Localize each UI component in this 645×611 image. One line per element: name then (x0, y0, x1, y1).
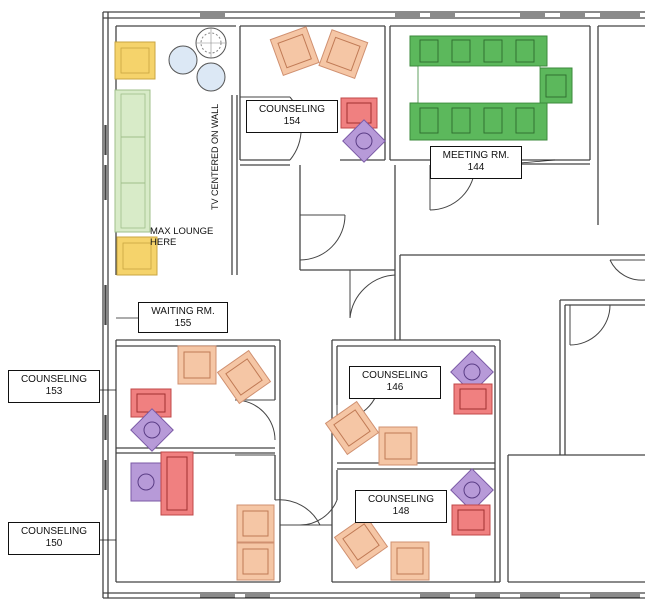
room-number: 155 (174, 318, 192, 329)
room-name: COUNSELING (258, 104, 326, 115)
label-leaders (100, 159, 556, 541)
room-name: WAITING RM. (151, 306, 215, 317)
counseling-148-furniture (333, 468, 494, 581)
room-label-counseling-153: COUNSELING 153 (8, 370, 100, 403)
room-label-counseling-154: COUNSELING 154 (246, 100, 338, 133)
room-label-counseling-148: COUNSELING 148 (355, 490, 447, 523)
meeting-room-furniture (409, 35, 573, 141)
room-number: 146 (386, 382, 404, 393)
lounge-note-line2: HERE (150, 237, 177, 248)
walls (102, 11, 645, 599)
lounge-note-line1: MAX LOUNGE (150, 226, 214, 237)
tv-note: TV CENTERED ON WALL (210, 103, 220, 210)
room-number: 144 (467, 162, 485, 173)
counseling-153-furniture (130, 345, 272, 452)
room-name: COUNSELING (20, 526, 88, 537)
side-table (196, 62, 226, 92)
room-name: COUNSELING (361, 370, 429, 381)
room-number: 148 (392, 506, 410, 517)
room-name: COUNSELING (20, 374, 88, 385)
counseling-150-furniture (130, 451, 275, 581)
room-number: 154 (283, 116, 301, 127)
side-table (168, 45, 198, 75)
lounge-note: MAX LOUNGE HERE (150, 226, 213, 248)
counseling-154-furniture (269, 26, 386, 163)
door-swings (234, 96, 645, 526)
counseling-146-furniture (324, 350, 494, 466)
room-number: 153 (45, 386, 63, 397)
room-label-waiting-155: WAITING RM. 155 (138, 302, 228, 333)
room-number: 150 (45, 538, 63, 549)
room-name: COUNSELING (367, 494, 435, 505)
room-name: MEETING RM. (442, 150, 510, 161)
waiting-room-furniture (114, 27, 227, 276)
room-label-counseling-146: COUNSELING 146 (349, 366, 441, 399)
room-label-meeting-144: MEETING RM. 144 (430, 146, 522, 179)
room-label-counseling-150: COUNSELING 150 (8, 522, 100, 555)
